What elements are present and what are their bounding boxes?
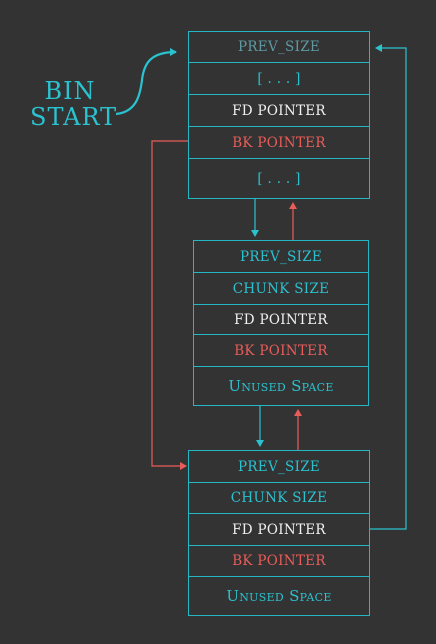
bin-start-arrow [115, 48, 177, 116]
fd-arrow-3-to-1 [370, 44, 407, 530]
chunk-2-chunk-size: CHUNK SIZE [194, 273, 368, 305]
chunk-3-unused-space: Unused Space [226, 587, 332, 605]
bk-arrow-1-to-3 [151, 140, 188, 470]
chunk-1-fd-pointer: FD POINTER [189, 95, 369, 127]
chunk-2-unused-space: Unused Space [228, 377, 334, 395]
chunk-3-prev-size: PREV_SIZE [189, 451, 369, 483]
chunk-2-fd-pointer: FD POINTER [194, 305, 368, 335]
chunk-1-bk-pointer: BK POINTER [189, 127, 369, 159]
chunk-2-bk-pointer: BK POINTER [194, 335, 368, 367]
chunk-3-fd-pointer: FD POINTER [189, 514, 369, 546]
chunk-3: PREV_SIZE CHUNK SIZE FD POINTER BK POINT… [188, 450, 370, 616]
chunk-3-bk-pointer: BK POINTER [189, 546, 369, 577]
chunk-1-ellipsis-top: [ . . . ] [189, 63, 369, 95]
bin-start-line1: BIN [44, 77, 96, 105]
chunk-2: PREV_SIZE CHUNK SIZE FD POINTER BK POINT… [193, 240, 369, 406]
bin-start-label: BIN START [30, 77, 118, 131]
chunk-3-chunk-size: CHUNK SIZE [189, 483, 369, 514]
chunk-1-prev-size: PREV_SIZE [189, 32, 369, 63]
chunk-2-prev-size: PREV_SIZE [194, 241, 368, 273]
chunk-1-ellipsis-bottom: [ . . . ] [257, 170, 301, 187]
chunk-1: PREV_SIZE [ . . . ] FD POINTER BK POINTE… [188, 31, 370, 199]
bin-start-line2: START [30, 103, 118, 131]
